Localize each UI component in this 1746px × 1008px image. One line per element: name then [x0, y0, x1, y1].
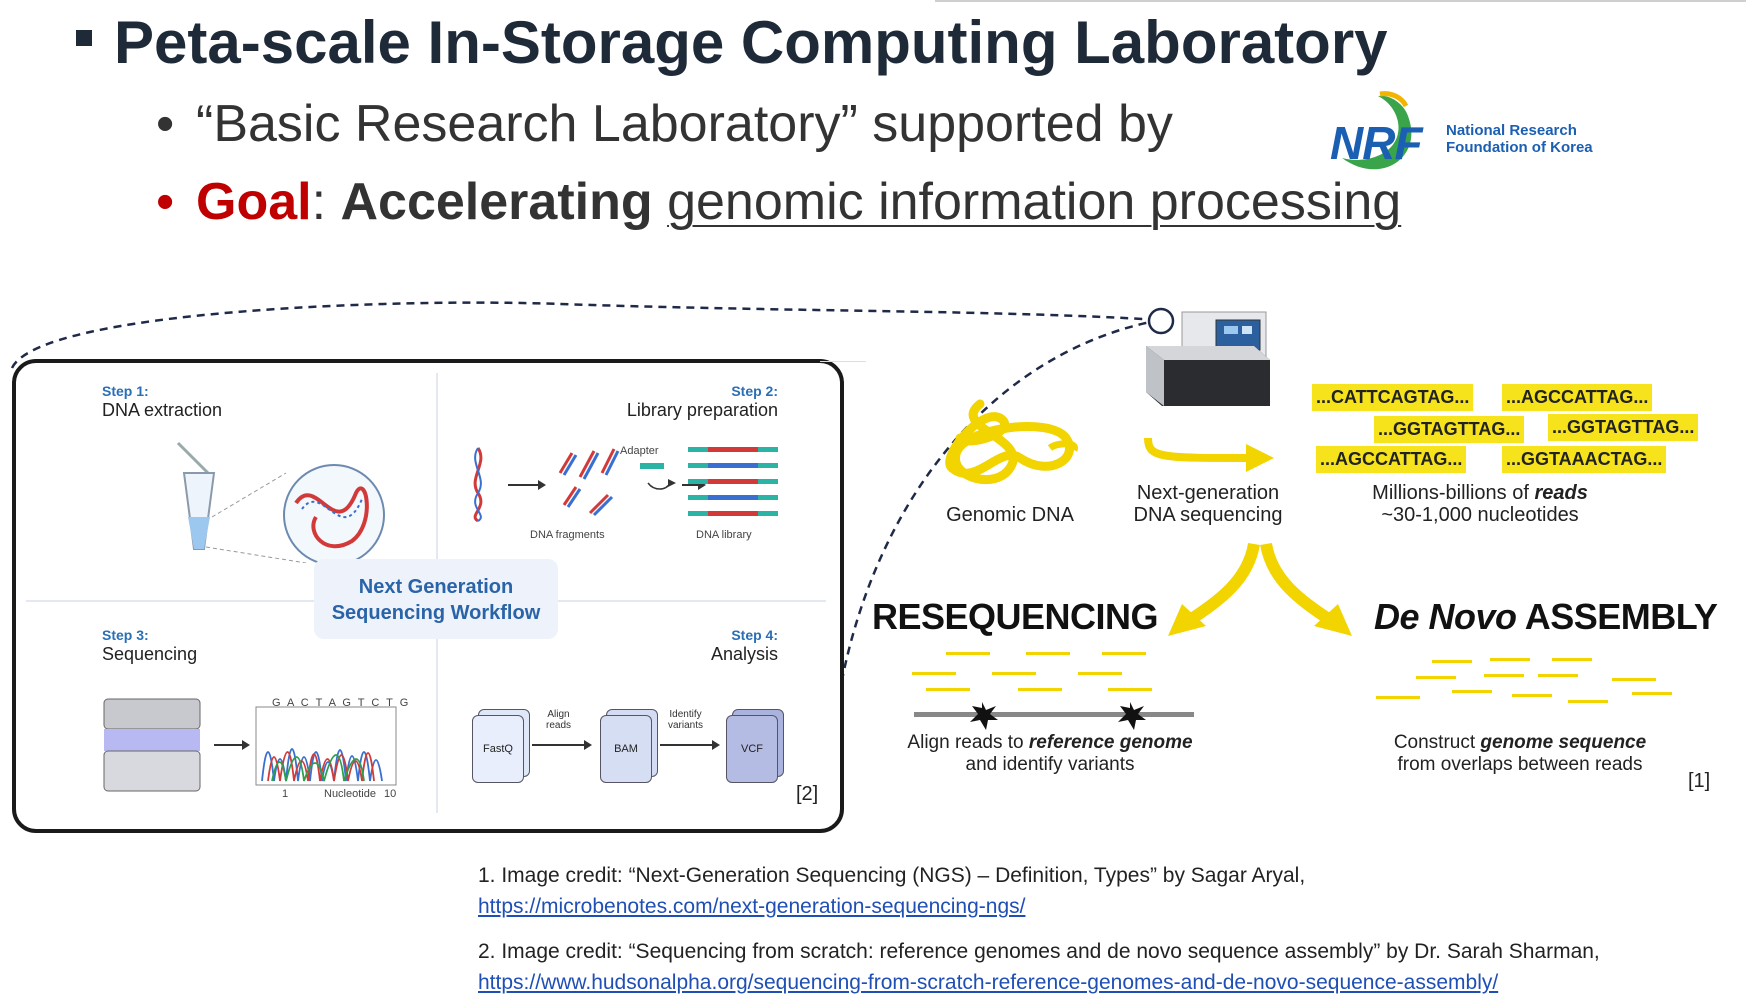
de-novo-caption-pre: Construct	[1393, 732, 1481, 753]
dna-extraction-illustration	[176, 441, 385, 563]
sequencing-illustration	[103, 698, 397, 792]
credit-2-text: 2. Image credit: “Sequencing from scratc…	[478, 940, 1600, 963]
sequencing-arrow-icon	[1144, 437, 1274, 472]
ref-2: [2]	[796, 783, 819, 805]
step3-name: Sequencing	[102, 644, 198, 664]
center-title-line2: Sequencing Workflow	[331, 602, 541, 624]
step3-label: Step 3:	[102, 627, 149, 643]
nrf-logo-abbr: NRF	[1330, 117, 1423, 169]
de-novo-caption-em: genome sequence	[1480, 732, 1647, 753]
read-chip: ...CATTCAGTAG...	[1312, 384, 1474, 411]
dna-library-label: DNA library	[696, 529, 752, 541]
axis-tick-start: 1	[282, 788, 289, 800]
credit-2-link[interactable]: https://www.hudsonalpha.org/sequencing-f…	[478, 971, 1499, 994]
align-reads-label: Align reads	[546, 709, 571, 731]
de-novo-title: De Novo ASSEMBLY	[1374, 596, 1718, 638]
genomic-dna-label: Genomic DNA	[946, 504, 1074, 526]
read-chip: ...GGTAGTTAG...	[1374, 416, 1525, 443]
credit-1-text: 1. Image credit: “Next-Generation Sequen…	[478, 864, 1306, 887]
goal-label: Goal	[196, 173, 312, 231]
identify-arrow-icon	[660, 740, 720, 750]
nucleotide-axis-label: Nucleotide	[324, 788, 376, 800]
step2-label: Step 2:	[731, 383, 778, 399]
bam-file-front: BAM	[600, 715, 652, 783]
align-arrow-icon	[532, 740, 592, 750]
bullet-dot-red: •	[156, 173, 175, 231]
adapter-label: Adapter	[620, 445, 659, 457]
slide-title: Peta-scale In-Storage Computing Laborato…	[114, 9, 1388, 76]
nrf-name-line2: Foundation of Korea	[1446, 139, 1593, 156]
bullet-dot: •	[156, 95, 175, 153]
de-novo-rest: ASSEMBLY	[1516, 596, 1718, 637]
goal-accelerating: Accelerating	[340, 173, 653, 231]
read-chip: ...GGTAAACTAG...	[1502, 446, 1667, 473]
resequencing-reads-diagram	[912, 652, 1194, 730]
de-novo-caption-line1: Construct genome sequence	[1360, 732, 1680, 754]
resequencing-caption: Align reads to reference genome and iden…	[880, 732, 1220, 776]
de-novo-caption-line2: from overlaps between reads	[1397, 754, 1643, 775]
resequencing-title: RESEQUENCING	[872, 596, 1159, 637]
read-chip: ...AGCCATTAG...	[1502, 384, 1653, 411]
reads-caption-line2: ~30-1,000 nucleotides	[1381, 504, 1579, 526]
identify-variants-label: Identify variants	[668, 709, 703, 731]
center-title: Next Generation Sequencing Workflow	[314, 574, 558, 626]
genomic-dna-icon	[945, 399, 1078, 484]
step4-label: Step 4:	[731, 627, 778, 643]
library-prep-illustration	[473, 447, 778, 523]
resequencing-caption-line2: and identify variants	[965, 754, 1135, 775]
step2-name: Library preparation	[626, 400, 778, 420]
center-title-box	[314, 559, 558, 639]
reads-caption: Millions-billions of reads ~30-1,000 nuc…	[1330, 482, 1630, 526]
vcf-label: VCF	[741, 743, 763, 755]
step4-name: Analysis	[710, 644, 778, 664]
fastq-label-front: FastQ	[483, 743, 513, 755]
nucleotide-bases: G A C T A G T C T G	[272, 697, 411, 709]
vcf-file-front: VCF	[726, 715, 778, 783]
title-bullet	[76, 30, 92, 46]
identify-variants-line2: variants	[668, 720, 704, 731]
bullet-goal: • Goal: Accelerating genomic information …	[156, 172, 1401, 232]
read-chip: ...GGTAGTTAG...	[1548, 414, 1699, 441]
bam-label: BAM	[614, 743, 638, 755]
bullet-basic-research: • “Basic Research Laboratory” supported b…	[156, 94, 1173, 154]
ngs-workflow-panel: Step 1: DNA extraction Step 2: Library p…	[12, 359, 844, 833]
reads-caption-line1: Millions-billions of reads	[1330, 482, 1630, 504]
ngs-label-line2: DNA sequencing	[1133, 504, 1283, 526]
nrf-swoosh-icon	[1342, 91, 1412, 170]
step1-label: Step 1:	[102, 383, 149, 399]
align-reads-line2: reads	[546, 720, 572, 731]
dna-fragments-label: DNA fragments	[530, 529, 605, 541]
resequencing-caption-line1: Align reads to reference genome	[880, 732, 1220, 754]
panel-edge-line	[820, 361, 866, 362]
de-novo-caption: Construct genome sequence from overlaps …	[1360, 732, 1680, 776]
credit-1-link[interactable]: https://microbenotes.com/next-generation…	[478, 895, 1026, 918]
de-novo-reads-diagram	[1376, 658, 1672, 703]
goal-separator: :	[311, 173, 341, 231]
fastq-file-front: FastQ	[472, 715, 524, 783]
identify-variants-line1: Identify	[669, 709, 702, 720]
ref-1: [1]	[1688, 770, 1711, 792]
resequencing-caption-pre: Align reads to	[907, 732, 1029, 753]
ngs-label-line1: Next-generation	[1136, 482, 1280, 504]
reads-caption-em: reads	[1534, 482, 1588, 504]
top-rule	[935, 0, 1746, 2]
step1-name: DNA extraction	[102, 400, 223, 420]
sequencer-machine-icon	[1146, 311, 1270, 406]
read-chip: ...AGCCATTAG...	[1316, 446, 1467, 473]
nrf-logo-name: National Research Foundation of Korea	[1446, 122, 1593, 156]
align-reads-line1: Align	[547, 709, 570, 720]
axis-tick-end: 10	[384, 788, 397, 800]
bullet-basic-research-text: “Basic Research Laboratory” supported by	[196, 95, 1173, 153]
ngs-label: Next-generation DNA sequencing	[1118, 482, 1298, 526]
resequencing-caption-em: reference genome	[1028, 732, 1193, 753]
split-arrows-icon	[1168, 542, 1352, 636]
goal-underlined-text: genomic information processing	[667, 173, 1402, 231]
nrf-name-line1: National Research	[1446, 122, 1577, 139]
center-title-line1: Next Generation	[358, 576, 514, 598]
de-novo-italic: De Novo	[1374, 596, 1517, 637]
reads-caption-pre: Millions-billions of	[1372, 482, 1535, 504]
